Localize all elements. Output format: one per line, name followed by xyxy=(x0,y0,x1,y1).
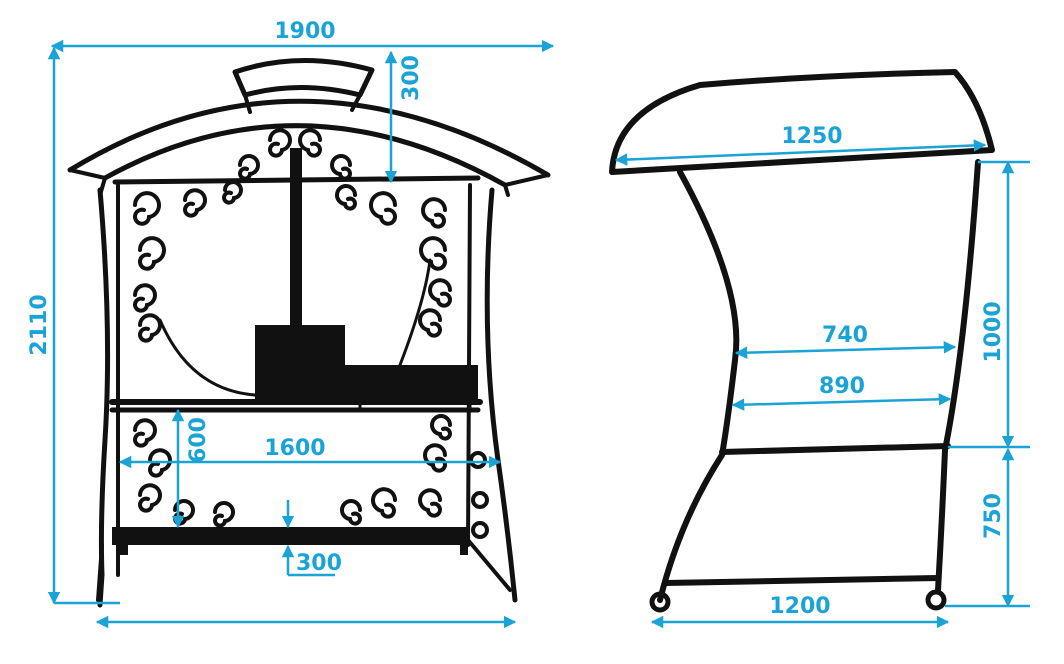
dim-line-table-depth xyxy=(731,393,952,411)
front-side-curl-1 xyxy=(469,451,487,469)
front-left-post-outer xyxy=(97,187,111,608)
front-side-curl-3 xyxy=(471,521,489,539)
front-foot-left xyxy=(120,545,128,555)
dim-bottom-shelf-height: 300 xyxy=(296,551,342,576)
dim-overall-height: 2110 xyxy=(27,294,52,355)
dim-overall-width: 1900 xyxy=(274,19,335,44)
dim-line-waist-width xyxy=(734,341,957,359)
front-grill xyxy=(345,365,478,400)
front-bottom-shelf xyxy=(112,527,470,545)
dim-upper-section-height: 1000 xyxy=(981,301,1006,362)
dim-lower-section-height: 750 xyxy=(981,493,1006,539)
front-roof-inner-arc xyxy=(102,123,508,188)
side-mid-crossbar xyxy=(719,443,951,455)
side-base-crossbar xyxy=(662,575,941,586)
side-wheel-right xyxy=(925,589,947,611)
front-right-brace xyxy=(466,538,512,592)
front-left-brace xyxy=(96,543,120,602)
front-cable-left xyxy=(158,318,257,397)
front-view: 1900 2110 300 600 1600 300 xyxy=(27,19,555,629)
front-chimney-pipe xyxy=(290,148,302,328)
dim-table-height: 600 xyxy=(186,417,211,463)
front-bbq-box xyxy=(255,325,345,403)
side-view: 1250 1000 750 740 890 1200 xyxy=(609,69,1030,629)
dim-base-depth: 1200 xyxy=(769,594,830,619)
side-wheel-left xyxy=(649,591,671,613)
front-roof-end-right xyxy=(503,173,550,197)
dim-table-depth: 890 xyxy=(819,374,865,399)
dim-table-width: 1600 xyxy=(264,436,325,461)
side-back-post xyxy=(935,159,981,593)
dim-roof-length: 1250 xyxy=(781,124,842,149)
side-front-post xyxy=(657,169,740,603)
dim-line-roof-length xyxy=(614,139,987,166)
front-right-post-outer xyxy=(484,187,518,603)
dim-waist-width: 740 xyxy=(822,323,868,348)
front-side-curl-2 xyxy=(471,491,489,509)
front-vent-cap xyxy=(232,58,375,98)
side-roof xyxy=(609,69,995,175)
front-roof-outer-arc xyxy=(67,98,551,178)
front-cable-right xyxy=(398,258,432,367)
front-foot-right xyxy=(460,545,468,555)
front-vent-legs xyxy=(243,93,362,114)
dim-roof-height: 300 xyxy=(399,55,424,101)
